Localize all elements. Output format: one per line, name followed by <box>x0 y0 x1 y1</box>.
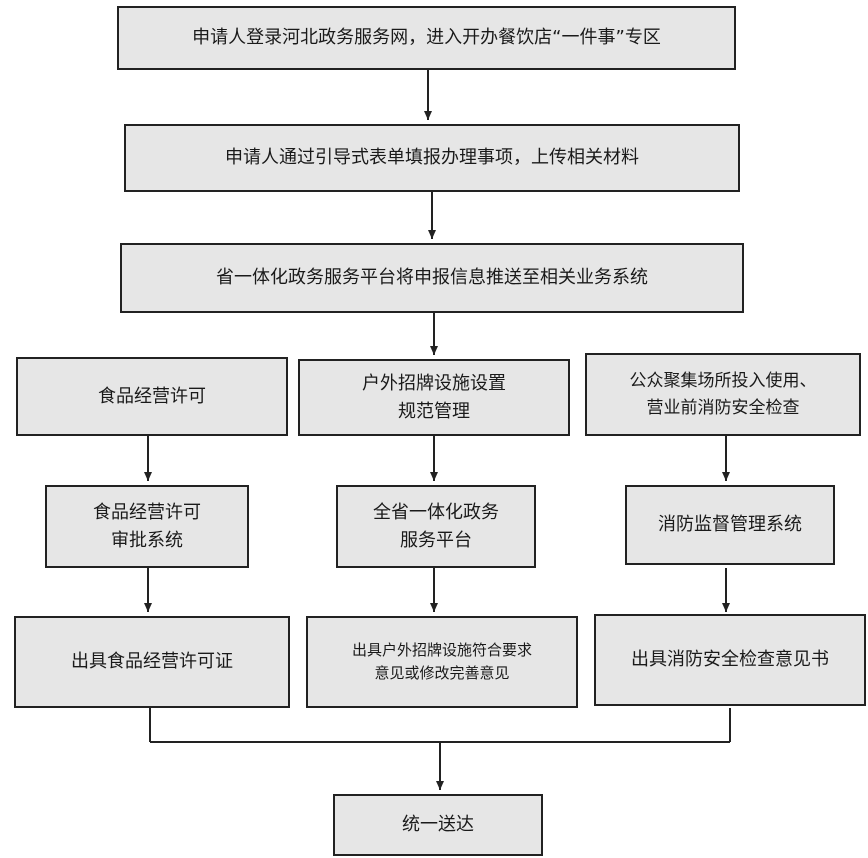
step-fill-form-text: 申请人通过引导式表单填报办理事项，上传相关材料 <box>225 147 639 169</box>
delivery-text: 统一送达 <box>402 814 474 836</box>
fire-safety-text: 公众聚集场所投入使用、 营业前消防安全检查 <box>629 371 817 418</box>
fire-system-box: 消防监督管理系统 <box>625 485 835 565</box>
gov-platform-text: 全省一体化政务 服务平台 <box>373 501 499 551</box>
food-permit-text: 食品经营许可 <box>98 385 206 407</box>
food-cert-text: 出具食品经营许可证 <box>71 651 233 673</box>
signage-opinion-text: 出具户外招牌设施符合要求 意见或修改完善意见 <box>351 640 532 682</box>
step-login-box: 申请人登录河北政务服务网，进入开办餐饮店“一件事”专区 <box>117 6 736 70</box>
step-push-info-text: 省一体化政务服务平台将申报信息推送至相关业务系统 <box>216 267 648 289</box>
step-login-text: 申请人登录河北政务服务网，进入开办餐饮店“一件事”专区 <box>192 27 661 49</box>
food-system-box: 食品经营许可 审批系统 <box>45 485 249 568</box>
signage-opinion-box: 出具户外招牌设施符合要求 意见或修改完善意见 <box>306 616 578 708</box>
step-push-info-box: 省一体化政务服务平台将申报信息推送至相关业务系统 <box>120 243 744 313</box>
fire-opinion-text: 出具消防安全检查意见书 <box>631 649 829 671</box>
food-cert-box: 出具食品经营许可证 <box>14 616 290 708</box>
gov-platform-box: 全省一体化政务 服务平台 <box>336 485 536 568</box>
fire-system-text: 消防监督管理系统 <box>658 514 802 536</box>
fire-opinion-box: 出具消防安全检查意见书 <box>594 614 866 706</box>
step-fill-form-box: 申请人通过引导式表单填报办理事项，上传相关材料 <box>124 124 740 192</box>
signage-box: 户外招牌设施设置 规范管理 <box>298 359 570 436</box>
signage-text: 户外招牌设施设置 规范管理 <box>362 372 506 422</box>
delivery-box: 统一送达 <box>333 794 543 856</box>
food-system-text: 食品经营许可 审批系统 <box>93 501 201 551</box>
food-permit-box: 食品经营许可 <box>16 357 288 436</box>
fire-safety-box: 公众聚集场所投入使用、 营业前消防安全检查 <box>585 353 861 436</box>
